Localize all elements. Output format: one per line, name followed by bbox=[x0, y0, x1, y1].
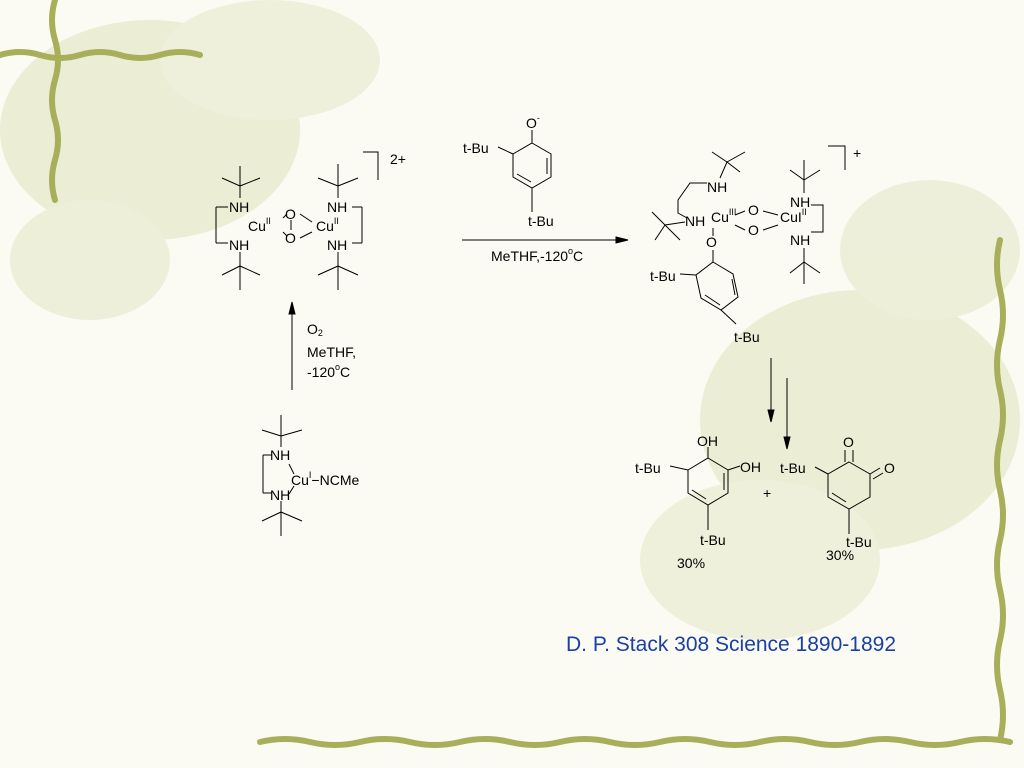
dimer-nh-1: NH bbox=[229, 199, 250, 215]
dimer-nh-3: NH bbox=[327, 199, 348, 215]
arrow-up-head bbox=[288, 301, 296, 315]
step1-temperature: -120oC bbox=[307, 362, 351, 380]
adduct-charge: + bbox=[853, 145, 862, 161]
dimer-cu-left: CuII bbox=[248, 216, 271, 234]
dimer-nh-4: NH bbox=[327, 237, 348, 253]
reactant-nh-bottom: NH bbox=[270, 487, 291, 503]
adduct-nh-right-top: NH bbox=[790, 194, 811, 210]
adduct-cu2: CuIII bbox=[780, 207, 807, 225]
structure-bonds bbox=[215, 130, 884, 536]
adduct-nh-right-bottom: NH bbox=[790, 232, 811, 248]
catechol-yield: 30% bbox=[677, 555, 706, 571]
flower-blob bbox=[160, 0, 380, 120]
step1-reagent: O2 bbox=[307, 321, 323, 338]
arrow-right-head bbox=[615, 236, 629, 244]
catechol-oh-1: OH bbox=[697, 433, 718, 449]
adduct-cu3: CuIII bbox=[711, 207, 737, 225]
phenolate-bonds bbox=[497, 130, 552, 212]
dimer-o-bottom: O bbox=[285, 230, 296, 246]
arrow-down-1-head bbox=[767, 409, 775, 423]
citation: D. P. Stack 308 Science 1890-1892 bbox=[566, 633, 897, 656]
adduct-o-top: O bbox=[748, 202, 759, 218]
catechol-tbu-ortho: t-Bu bbox=[635, 460, 661, 476]
quinone-bonds bbox=[814, 450, 884, 534]
phenolate-tbu-para: t-Bu bbox=[528, 213, 554, 229]
reactant-nh-top: NH bbox=[270, 447, 291, 463]
dimer-cu-right: CuII bbox=[316, 216, 339, 234]
dimer-bonds bbox=[215, 151, 379, 290]
flower-blob bbox=[10, 200, 170, 320]
adduct-o-phenoxide: O bbox=[706, 234, 717, 250]
quinone-tbu-para: t-Bu bbox=[846, 534, 872, 550]
adduct-nh-left: NH bbox=[685, 213, 706, 229]
catechol-tbu-para: t-Bu bbox=[700, 532, 726, 548]
step1-solvent: MeTHF, bbox=[307, 344, 356, 360]
flower-blob bbox=[640, 480, 880, 640]
adduct-tbu-para: t-Bu bbox=[734, 329, 760, 345]
adduct-o-bottom: O bbox=[748, 222, 759, 238]
dimer-charge: 2+ bbox=[390, 151, 406, 167]
adduct-tbu-ortho: t-Bu bbox=[650, 268, 676, 284]
arrow-down-2-head bbox=[783, 436, 791, 450]
quinone-o-1: O bbox=[843, 434, 854, 450]
adduct-bonds bbox=[651, 145, 846, 325]
catechol-bonds bbox=[669, 447, 741, 530]
phenolate-tbu-ortho: t-Bu bbox=[463, 140, 489, 156]
flower-blob bbox=[840, 180, 1020, 320]
background-decor bbox=[0, 0, 1020, 640]
step2-conditions: MeTHF,-120oC bbox=[491, 246, 584, 264]
catechol-oh-2: OH bbox=[740, 459, 761, 475]
dimer-o-top: O bbox=[285, 206, 296, 222]
quinone-o-2: O bbox=[884, 460, 895, 476]
plus-sign: + bbox=[763, 485, 772, 501]
quinone-yield: 30% bbox=[826, 547, 855, 563]
quinone-tbu-ortho: t-Bu bbox=[780, 460, 806, 476]
reactant-bonds bbox=[261, 415, 303, 536]
dimer-nh-2: NH bbox=[229, 237, 250, 253]
adduct-nh-top: NH bbox=[707, 179, 728, 195]
phenolate-oxygen: O- bbox=[526, 113, 540, 131]
vine-border bbox=[0, 0, 1013, 748]
reactant-cu-label: CuI−NCMe bbox=[291, 470, 360, 488]
